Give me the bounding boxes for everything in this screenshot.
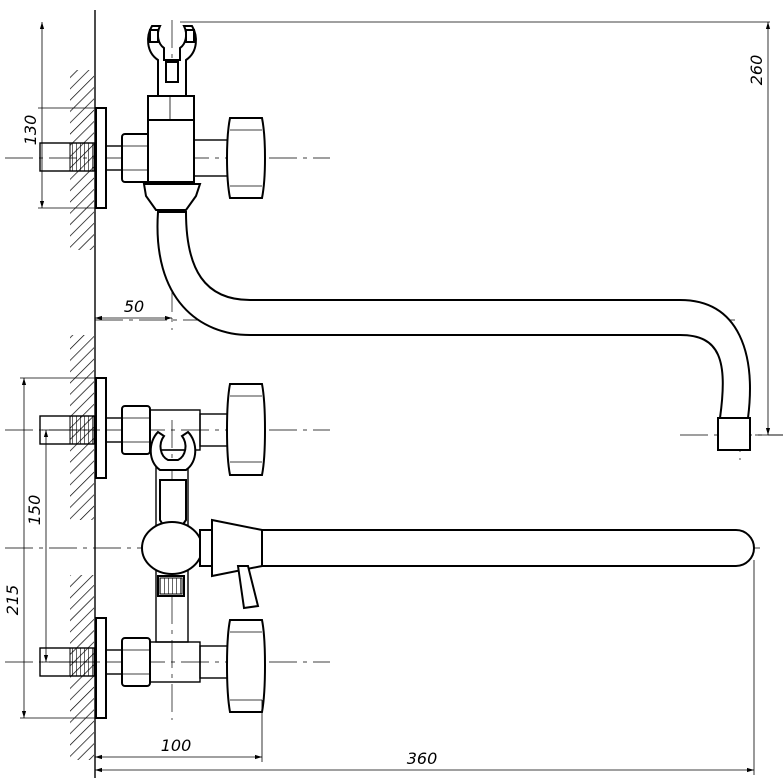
dim-215-label: 215 [3,585,22,616]
dim-50-label: 50 [124,297,144,316]
dim-150-label: 150 [25,495,44,526]
dim-130-label: 130 [21,115,40,146]
front-view [5,377,760,720]
dim-360-label: 360 [407,749,438,768]
dim-100-label: 100 [161,736,192,755]
dimension-lines [20,21,783,775]
dim-260-label: 260 [747,55,766,86]
top-view [5,20,783,460]
